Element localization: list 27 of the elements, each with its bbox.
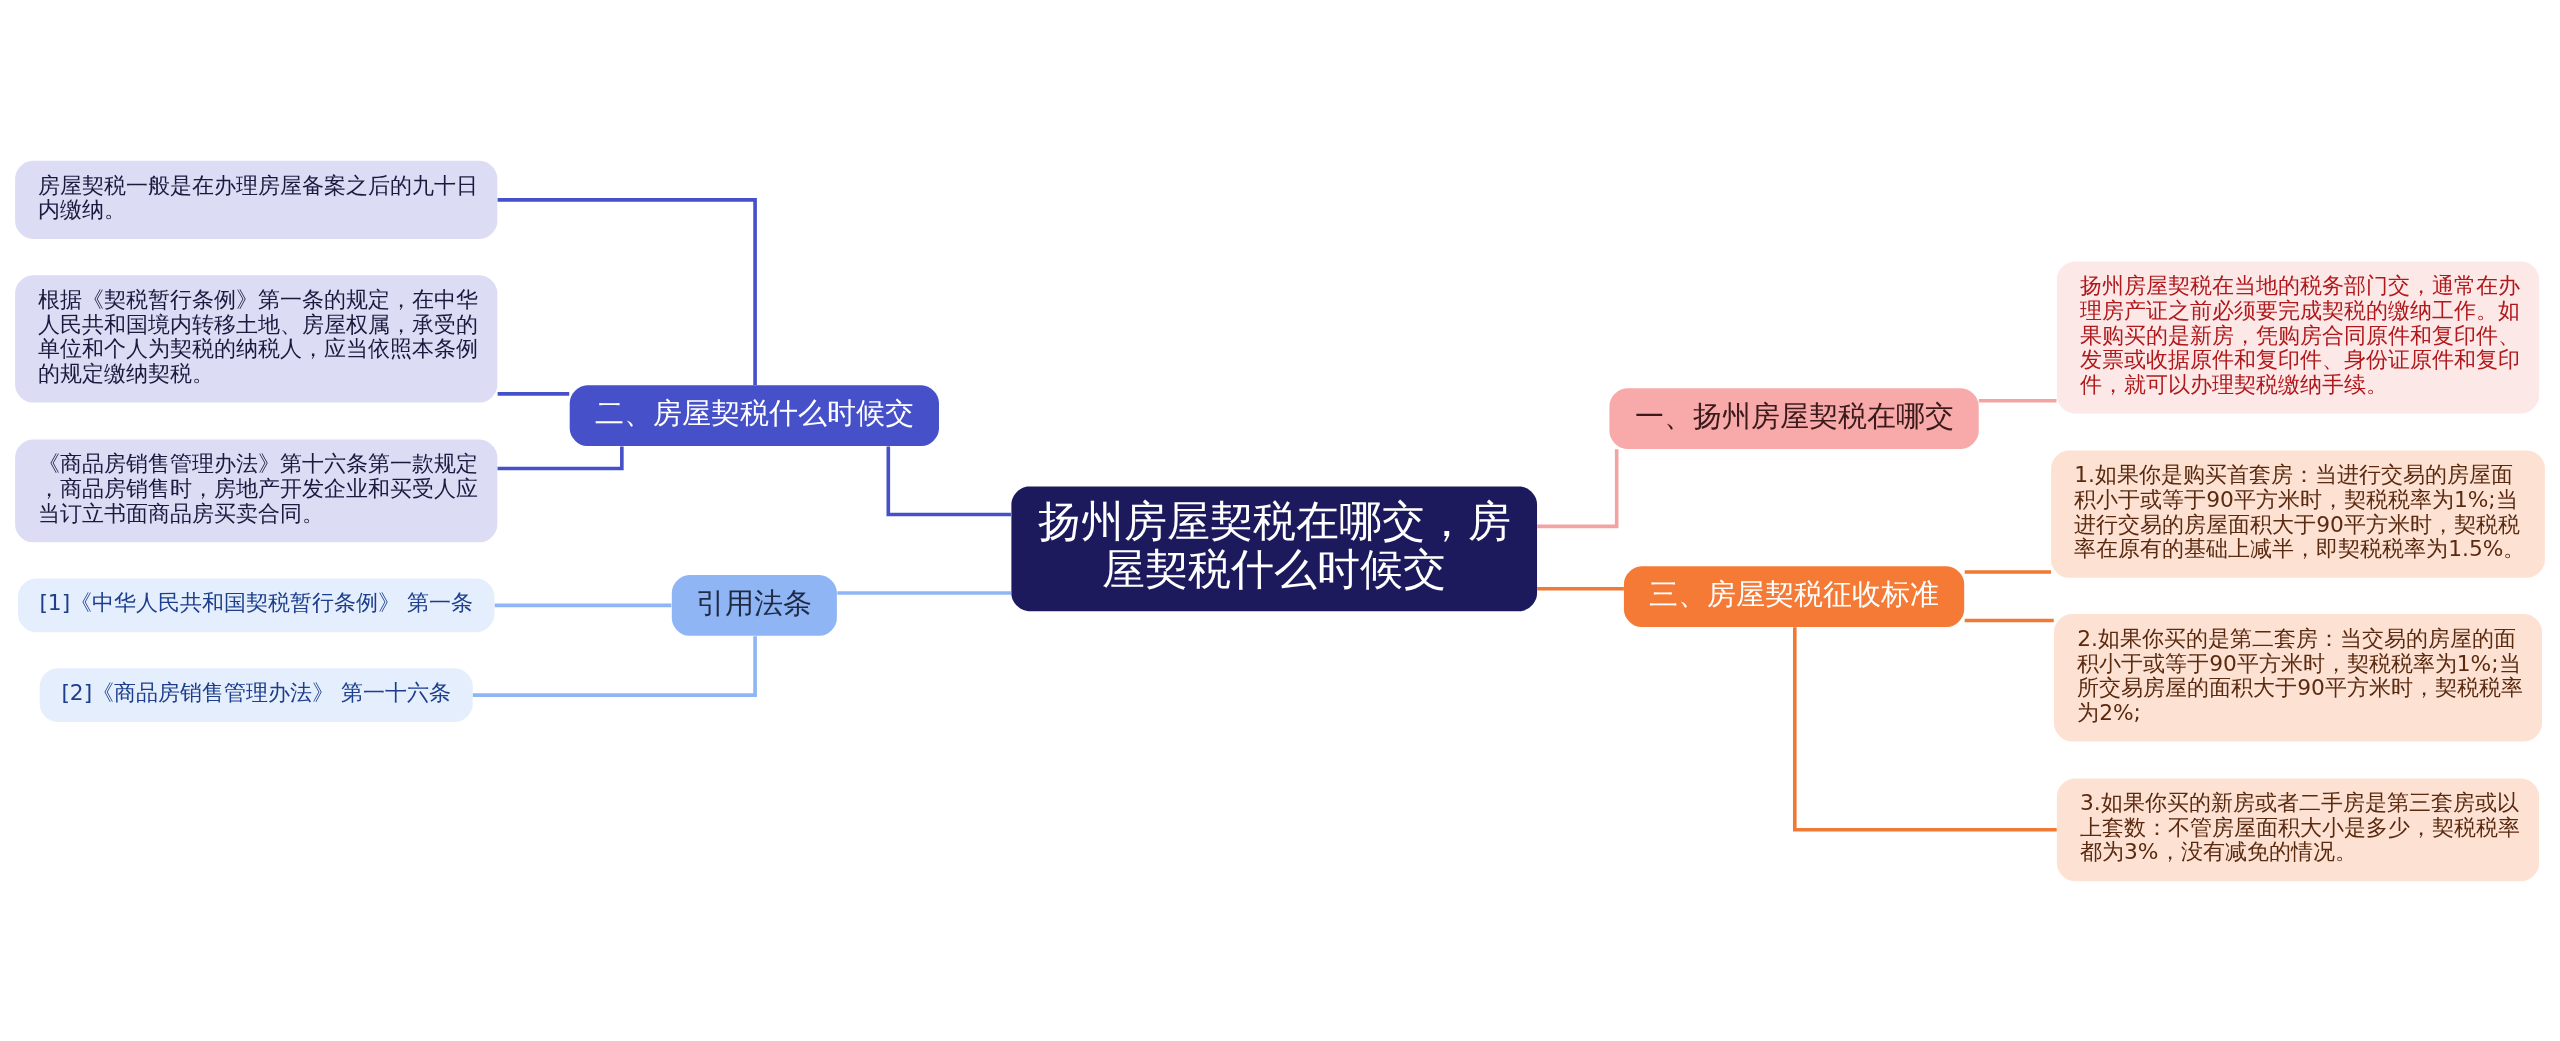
connector [497,445,624,470]
connector [1964,618,2054,622]
node-box: 引用法条 [671,574,837,636]
node-box: 二、房屋契税什么时候交 [569,384,939,446]
connector [497,391,570,396]
node-box: 3.如果你买的新房或者二手房是第三套房或以上套数：不管房屋面积大小是多少，契税税率都为3%，没有减免的情况。 [2056,777,2540,881]
node-box: 三、房屋契税征收标准 [1623,565,1965,627]
node-box: 扬州房屋契税在当地的税务部门交，通常在办理房产证之前必须要完成契税的缴纳工作。如果购买的是新房，凭购房合同原件和复印件、发票或收据原件和复印件、身份证原件和复印件，就可以办理契税缴纳手续。 [2056,260,2540,413]
node-box: 根据《契税暂行条例》第一条的规定，在中华人民共和国境内转移土地、房屋权属，承受的单位和个人为契税的纳税人，应当依照本条例的规定缴纳契税。 [15,274,498,403]
connector [1964,569,2052,574]
connector [837,590,1012,595]
node-box: 房屋契税一般是在办理房屋备案之后的九十日内缴纳。 [15,160,498,239]
node-box: [2]《商品房销售管理办法》 第一十六条 [39,667,473,722]
connector [472,635,757,697]
connector [494,603,672,607]
connector [1537,586,1624,590]
node-box: [1]《中华人民共和国契税暂行条例》 第一条 [18,578,495,632]
connector [497,197,757,385]
connector [1978,398,2057,403]
node-box: 2.如果你买的是第二套房：当交易的房屋的面积小于或等于90平方米时，契税税率为1%;当所交易房屋的面积大于90平方米时，契税税率为2%; [2054,613,2542,741]
node-box: 扬州房屋契税在哪交，房屋契税什么时候交 [1011,486,1538,611]
node-box: 一、扬州房屋契税在哪交 [1609,387,1979,449]
connector [1793,626,2057,832]
connector [886,445,1011,516]
node-box: 1.如果你是购买首套房：当进行交易的房屋面积小于或等于90平方米时，契税税率为1%;当进行交易的房屋面积大于90平方米时，契税税率在原有的基础上减半，即契税税率为1.5%。 [2051,449,2545,578]
node-box: 《商品房销售管理办法》第十六条第一款规定，商品房销售时，房地产开发企业和买受人应当订立书面商品房买卖合同。 [15,439,498,542]
connector [1537,448,1619,528]
